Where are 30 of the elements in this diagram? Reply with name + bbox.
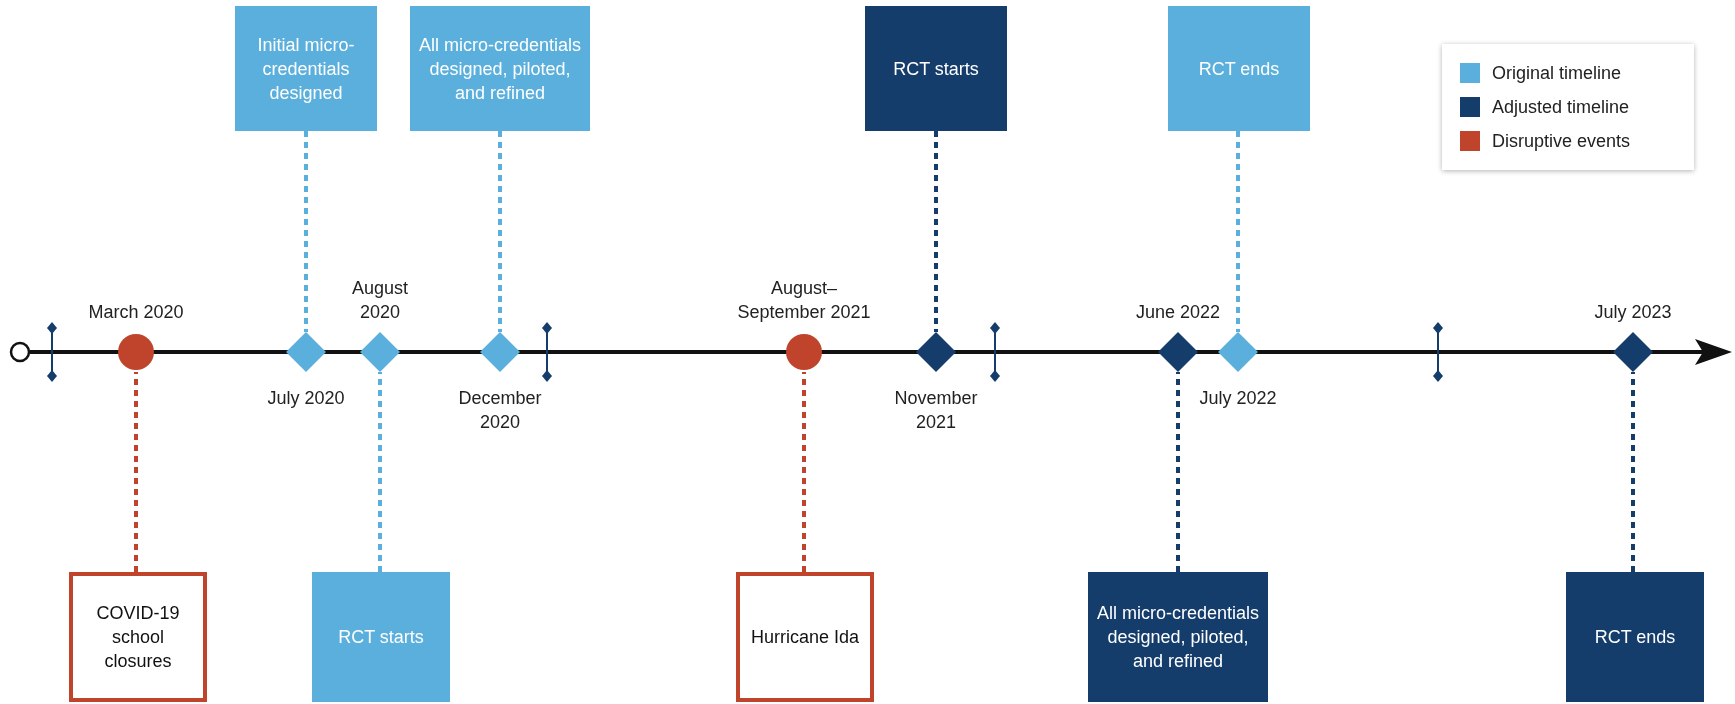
date-label: November 2021 [893,387,979,434]
milestone-box: All micro-credentials designed, piloted, and refined [1088,572,1268,702]
date-label: March 2020 [87,301,185,324]
date-label: July 2020 [266,387,346,410]
date-label: July 2022 [1198,387,1278,410]
date-label: August–September 2021 [736,277,872,324]
milestone-box: All micro-credentials designed, piloted, and refined [410,6,590,131]
date-label: July 2023 [1593,301,1673,324]
leader-line [1176,372,1180,572]
date-label: August 2020 [350,277,409,324]
leader-line [1631,372,1635,572]
leader-line [1236,131,1240,332]
leader-line [934,131,938,332]
legend-label: Adjusted timeline [1492,96,1630,118]
milestone-box: RCT starts [312,572,450,702]
leader-line [802,372,806,572]
leader-line [304,131,308,332]
milestone-box: Initial micro-credentials designed [235,6,377,131]
milestone-box: RCT starts [865,6,1007,131]
event-box: COVID-19 school closures [69,572,207,702]
leader-line [498,131,502,332]
legend-label: Disruptive events [1492,130,1631,152]
date-label: December 2020 [457,387,543,434]
leader-line [378,372,382,572]
leader-line [134,372,138,572]
milestone-box: RCT ends [1168,6,1310,131]
legend-label: Original timeline [1492,62,1622,84]
milestone-box: RCT ends [1566,572,1704,702]
date-label: June 2022 [1134,301,1222,324]
event-box: Hurricane Ida [736,572,874,702]
